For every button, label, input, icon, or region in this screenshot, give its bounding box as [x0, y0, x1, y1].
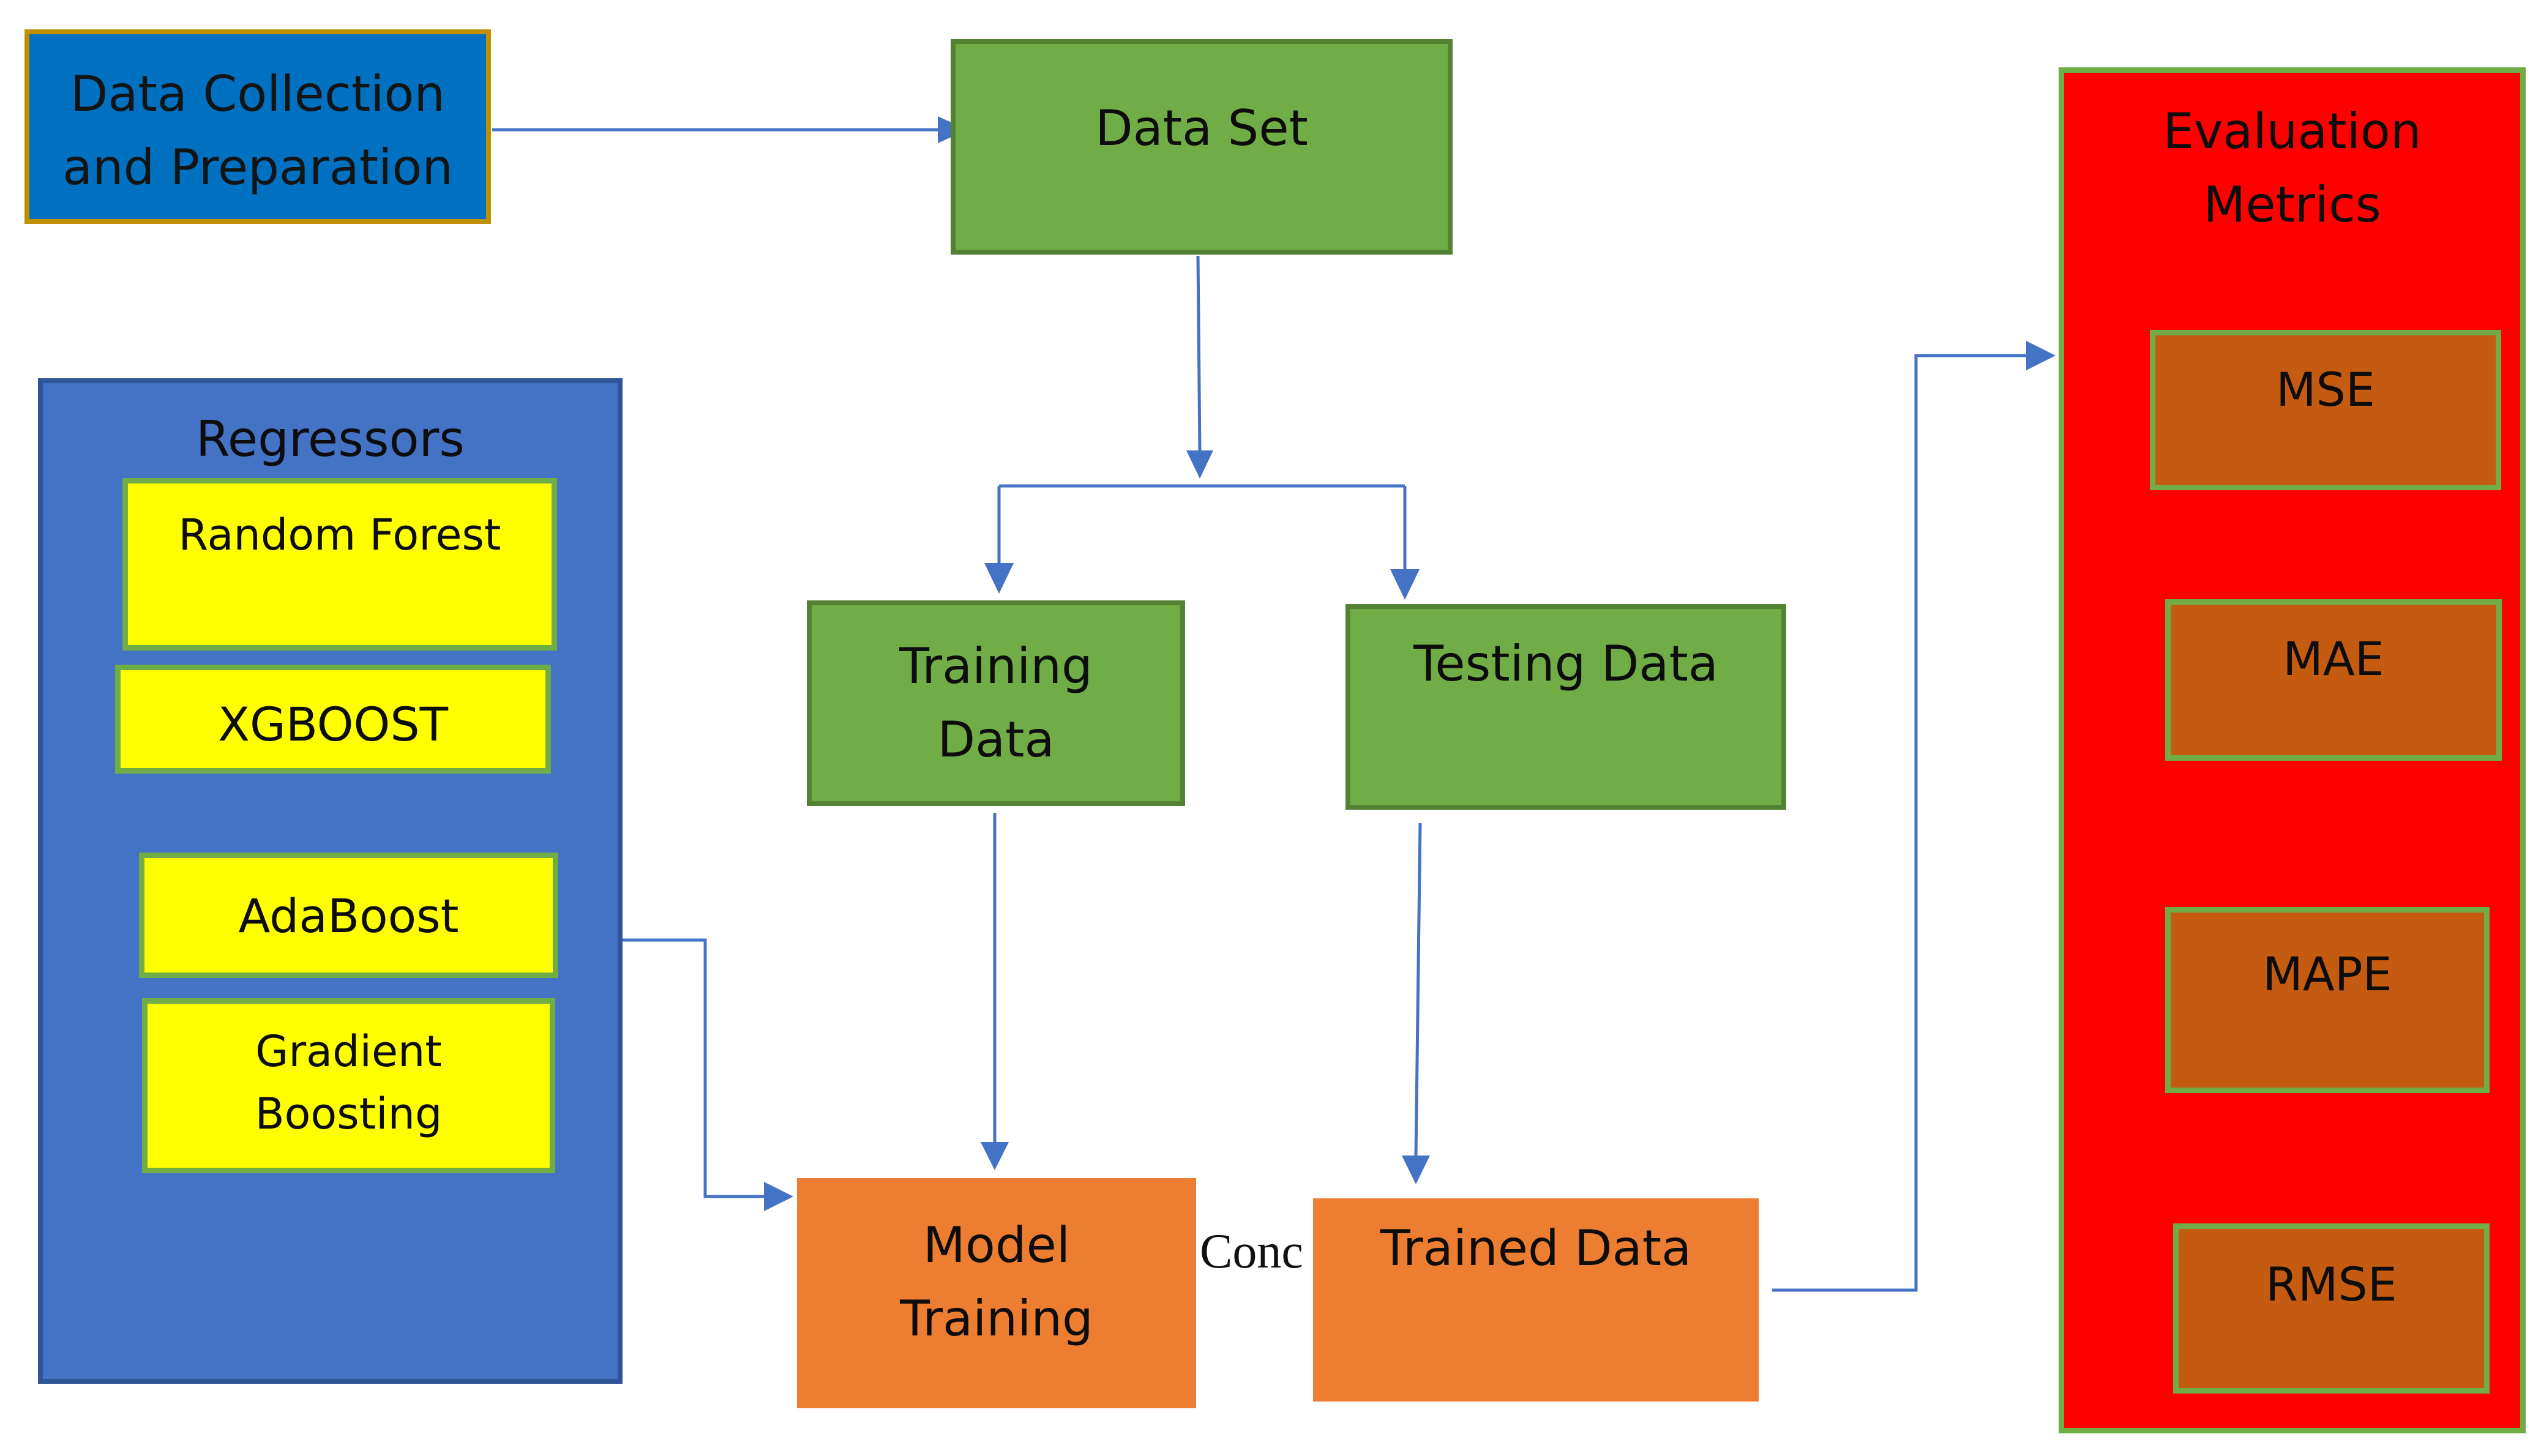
data-collection-line1: Data Collection [70, 65, 446, 122]
metric-mse: MSE [2150, 330, 2501, 490]
arrow-dataset-down [1196, 255, 1202, 452]
model-training-box: Model Training [797, 1178, 1196, 1408]
regressor-adaboost-label: AdaBoost [238, 889, 459, 943]
data-collection-box: Data Collection and Preparation [24, 29, 491, 224]
testing-data-label: Testing Data [1413, 635, 1718, 692]
regressor-xgboost: XGBOOST [115, 665, 551, 774]
evaluation-metrics-box: Evaluation Metrics MSE MAE MAPE RMSE [2059, 67, 2526, 1433]
regressor-adaboost: AdaBoost [139, 853, 558, 978]
model-training-label: Model Training [797, 1209, 1196, 1356]
data-set-label: Data Set [1095, 100, 1308, 157]
model-training-line1: Model [922, 1217, 1071, 1274]
metric-mape: MAPE [2165, 907, 2490, 1093]
arrow-trained-to-evaluation [1772, 354, 2027, 1292]
regressors-title: Regressors [195, 411, 465, 468]
arrowhead-model-top [981, 1142, 1009, 1170]
metric-mse-label: MSE [2276, 362, 2375, 417]
training-data-line1: Training [899, 638, 1093, 695]
testing-data-box: Testing Data [1345, 604, 1786, 810]
evaluation-title: Evaluation Metrics [2064, 95, 2520, 242]
training-data-line2: Data [937, 711, 1055, 768]
regressor-gradient-line2: Boosting [255, 1088, 443, 1139]
data-collection-label: Data Collection and Preparation [29, 58, 486, 204]
regressor-random-forest: Random Forest [122, 478, 557, 651]
arrowhead-dataset-split [1186, 450, 1213, 479]
metric-rmse-label: RMSE [2266, 1257, 2397, 1312]
arrowhead-testing [1390, 569, 1420, 600]
data-set-box: Data Set [951, 39, 1453, 255]
data-collection-line2: and Preparation [62, 139, 454, 196]
metric-rmse: RMSE [2173, 1223, 2490, 1394]
arrowhead-evaluation [2026, 341, 2056, 370]
arrowhead-training [984, 563, 1014, 594]
trained-data-box: Trained Data [1313, 1198, 1759, 1402]
metric-mae: MAE [2165, 599, 2502, 761]
arrow-testing-to-trained [1414, 823, 1422, 1157]
arrow-regressors-to-model [623, 938, 765, 1198]
regressor-gradient-boosting: Gradient Boosting [142, 998, 555, 1173]
metric-mape-label: MAPE [2262, 947, 2392, 1001]
trained-data-label: Trained Data [1380, 1220, 1692, 1277]
metric-mae-label: MAE [2283, 632, 2384, 686]
evaluation-title-line2: Metrics [2203, 176, 2381, 233]
training-data-box: Training Data [807, 600, 1185, 806]
regressor-random-forest-label: Random Forest [178, 510, 501, 560]
arrowhead-trained [1402, 1155, 1430, 1184]
regressor-xgboost-label: XGBOOST [217, 697, 449, 752]
fragment-text: Conc [1200, 1225, 1303, 1279]
regressors-box: Regressors Random Forest XGBOOST AdaBoos… [38, 378, 623, 1384]
model-training-line2: Training [900, 1290, 1093, 1347]
training-data-label: Training Data [812, 630, 1180, 777]
evaluation-title-line1: Evaluation [2163, 103, 2422, 160]
arrowhead-model-left [764, 1182, 793, 1211]
regressor-gradient-line1: Gradient [255, 1026, 442, 1077]
regressor-gradient-boosting-label: Gradient Boosting [148, 1021, 550, 1145]
